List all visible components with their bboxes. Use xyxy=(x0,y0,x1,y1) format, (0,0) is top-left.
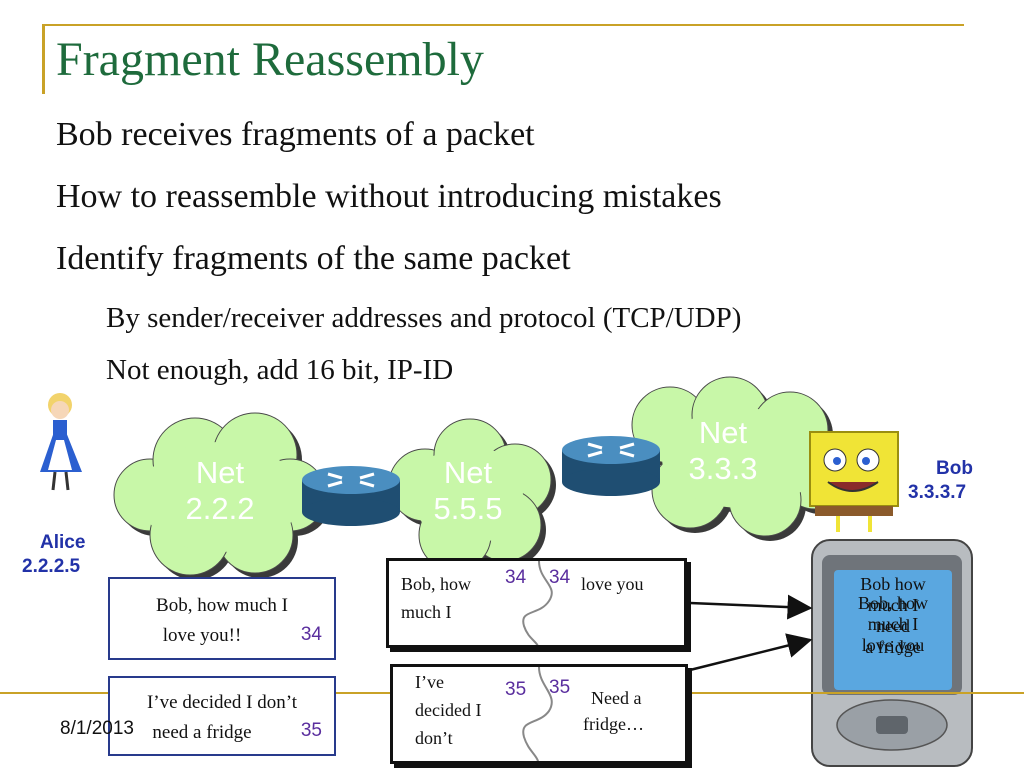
alice-address: 2.2.2.5 xyxy=(22,556,81,577)
screen-line: a fridge xyxy=(865,637,921,657)
screen-line: much I xyxy=(867,614,919,634)
title-rule xyxy=(42,24,964,26)
message-text: love you!! xyxy=(162,625,242,646)
fragment-text: fridge… xyxy=(583,714,644,734)
message-box-35: I’ve decided I don’t need a fridge 35 xyxy=(108,676,336,756)
bullet-2: How to reassemble without introducing mi… xyxy=(56,178,722,215)
fragment-text: I’ve xyxy=(415,672,444,692)
fragment-text: Bob, how xyxy=(401,574,472,594)
footer-date: 8/1/2013 xyxy=(60,718,134,739)
fragment-text: love you xyxy=(581,574,644,594)
cloud-label-3-3-3: Net 3.3.3 xyxy=(668,415,778,487)
cloud-net-text: Net xyxy=(195,455,245,490)
router-icon xyxy=(562,436,660,496)
bullet-1: Bob receives fragments of a packet xyxy=(56,116,535,153)
bullet-3: Identify fragments of the same packet xyxy=(56,240,571,277)
message-box-34: Bob, how much I love you!! 34 xyxy=(108,577,336,660)
alice-name: Alice xyxy=(40,532,86,553)
subbullet-2: Not enough, add 16 bit, IP-ID xyxy=(106,354,454,386)
bob-address: 3.3.3.7 xyxy=(908,482,967,503)
screen-line: much I xyxy=(867,595,919,615)
message-text: Bob, how much I xyxy=(156,595,288,616)
cloud-net-5-5-5 xyxy=(388,418,556,576)
screen-line: Bob, how xyxy=(857,593,928,613)
ip-id-label: 34 xyxy=(549,567,571,588)
cloud-net-text: Net xyxy=(698,415,748,450)
screen-line: need xyxy=(876,616,910,636)
screen-line: Bob how xyxy=(860,574,926,594)
cloud-net-3-3-3 xyxy=(631,376,854,541)
fragment-text: much I xyxy=(401,602,452,622)
cloud-addr-text: 5.5.5 xyxy=(433,491,503,526)
slide-title: Fragment Reassembly xyxy=(56,33,484,86)
fragment-text: Need a xyxy=(591,688,642,708)
phone-screen-text-back: Bob how much I need a fridge xyxy=(834,574,952,658)
fragment-text: don’t xyxy=(415,728,453,748)
cloud-addr-text: 2.2.2 xyxy=(185,491,255,526)
cloud-label-2-2-2: Net 2.2.2 xyxy=(165,455,275,527)
title-accent-bar xyxy=(42,24,45,94)
subbullet-1: By sender/receiver addresses and protoco… xyxy=(106,302,742,334)
puzzle-seam xyxy=(522,667,553,761)
ip-id-label: 34 xyxy=(505,567,527,588)
phone-screen-text-front: Bob, how much I love you xyxy=(834,593,952,656)
bob-name: Bob xyxy=(936,458,973,479)
fragment-box-35: I’ve decided I don’t 35 35 Need a fridge… xyxy=(390,664,688,764)
fragment-text: decided I xyxy=(415,700,482,720)
arrow-fragment-34 xyxy=(689,594,813,620)
alice-icon xyxy=(40,393,82,491)
fragment-box-34: Bob, how much I 34 34 love you xyxy=(386,558,687,648)
ip-id-label: 34 xyxy=(300,624,322,645)
cloud-addr-text: 3.3.3 xyxy=(688,451,758,486)
cloud-net-text: Net xyxy=(443,455,493,490)
phone-icon xyxy=(811,539,973,767)
ip-id-label: 35 xyxy=(549,677,571,698)
message-text: need a fridge xyxy=(152,722,252,743)
arrow-fragment-35 xyxy=(689,633,813,672)
router-icon xyxy=(302,466,400,526)
puzzle-seam xyxy=(522,561,553,645)
ip-id-label: 35 xyxy=(300,720,322,741)
message-text: I’ve decided I don’t xyxy=(146,692,297,713)
bob-icon xyxy=(809,431,899,532)
screen-line: love you xyxy=(861,635,925,655)
ip-id-label: 35 xyxy=(505,679,527,700)
cloud-label-5-5-5: Net 5.5.5 xyxy=(418,455,518,527)
